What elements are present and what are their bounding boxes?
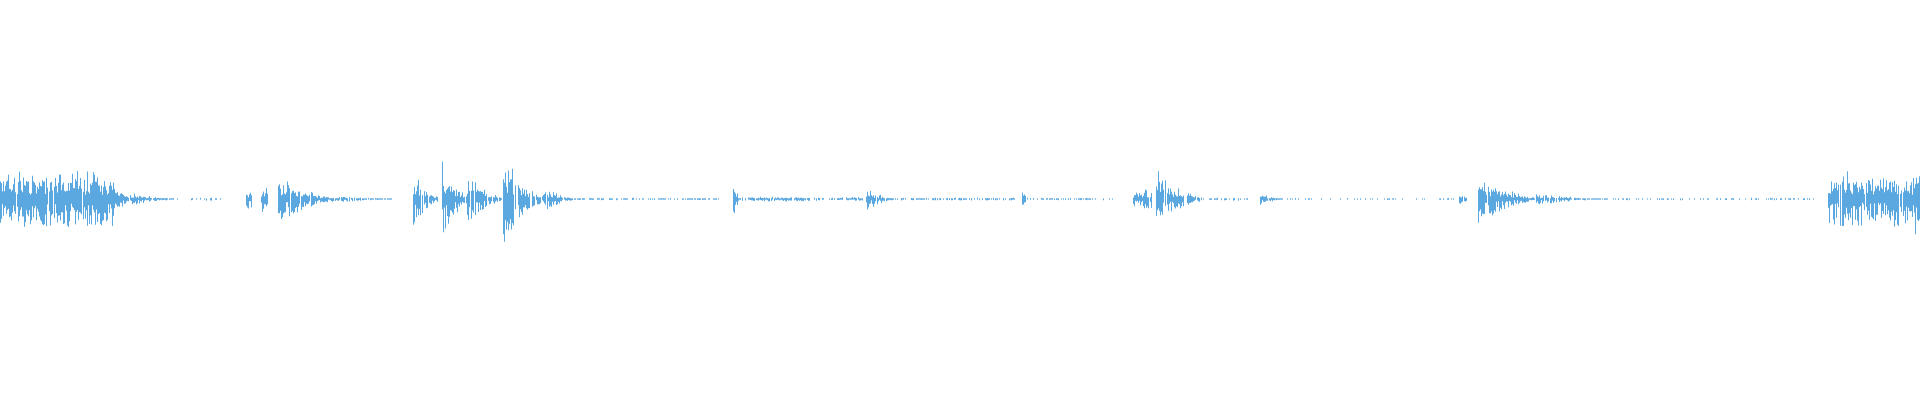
waveform-segment-24 (1287, 198, 1454, 200)
waveform-segment-15 (807, 197, 863, 201)
waveform-segment-19 (1030, 197, 1113, 201)
waveform-segment-9 (467, 181, 502, 220)
waveform-segment-30 (1862, 178, 1891, 221)
waveform-segment-23 (1260, 195, 1283, 205)
waveform-segment-29 (1828, 171, 1862, 227)
waveform-segment-28 (1604, 197, 1814, 201)
waveform-segment-18 (1022, 192, 1028, 205)
waveform-segment-7 (413, 179, 438, 225)
waveform-segment-6 (336, 196, 392, 202)
waveform-samples (0, 161, 1920, 242)
waveform-segment-4 (261, 187, 268, 212)
waveform-segment-2 (173, 197, 221, 201)
waveform-segment-20 (1133, 189, 1152, 209)
waveform-segment-1 (115, 192, 173, 207)
waveform-segment-12 (577, 197, 719, 201)
waveform-segment-11 (543, 191, 576, 209)
waveform-segment-32 (1914, 176, 1920, 235)
waveform-segment-3 (246, 192, 252, 209)
waveform-segment-13 (733, 189, 741, 214)
waveform-segment-0 (0, 171, 115, 227)
waveform-segment-31 (1891, 178, 1914, 227)
waveform-segment-5 (278, 181, 336, 220)
waveform-segment-14 (742, 196, 806, 202)
waveform-segment-25 (1459, 196, 1467, 204)
waveform-segment-26 (1478, 182, 1535, 223)
waveform-segment-10 (503, 168, 543, 242)
waveform-segment-21 (1156, 171, 1200, 216)
waveform-segment-17 (893, 197, 1015, 201)
waveform-segment-22 (1201, 197, 1248, 201)
waveform-segment-16 (866, 190, 893, 210)
waveform-segment-27 (1536, 194, 1603, 205)
